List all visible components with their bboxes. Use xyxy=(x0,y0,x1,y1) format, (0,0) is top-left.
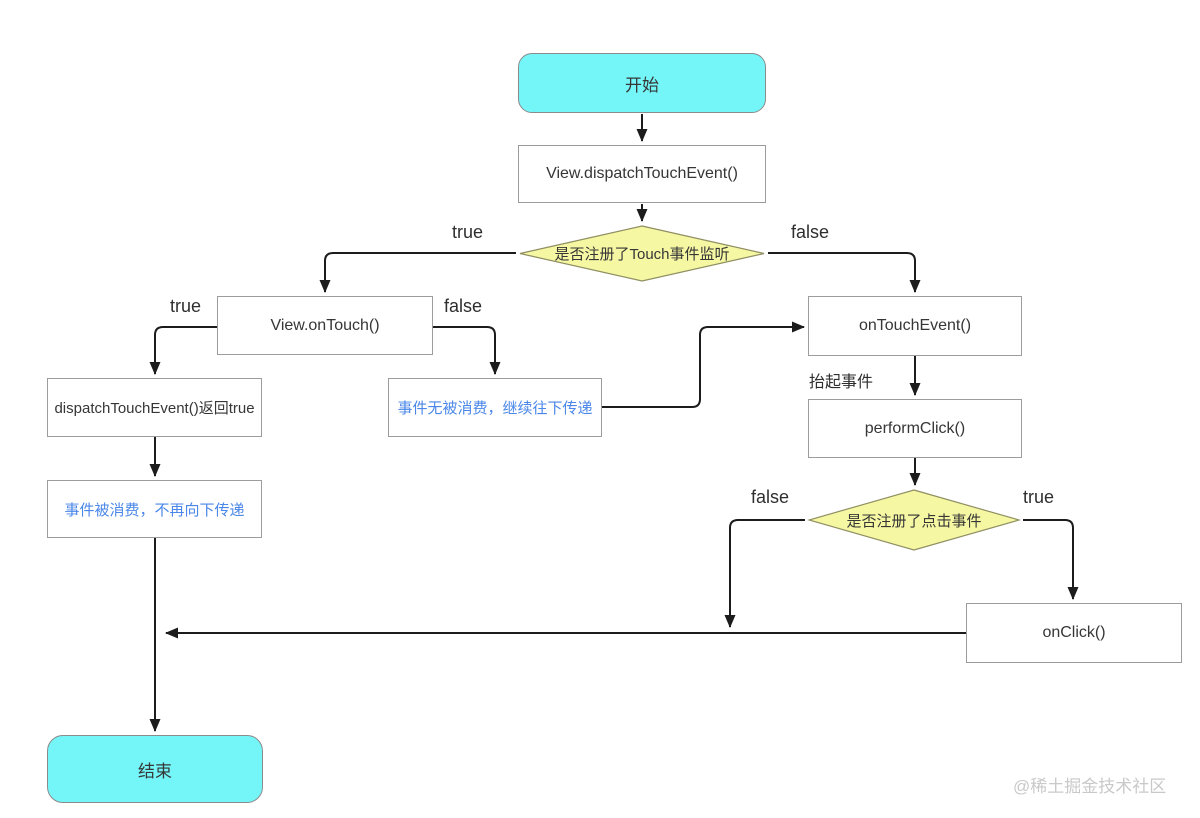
node-performclick: performClick() xyxy=(808,399,1022,458)
edge-label-decision1-true: true xyxy=(452,222,484,242)
node-dispatch-label: View.dispatchTouchEvent() xyxy=(546,165,738,182)
node-end-label: 结束 xyxy=(138,761,172,781)
node-decision-click-listener: 是否注册了点击事件 xyxy=(807,489,1021,551)
node-consumed-label: 事件被消费，不再向下传递 xyxy=(64,501,245,519)
edge-decision2-true-onclick xyxy=(1023,519,1079,600)
edge-label-decision2-true: true xyxy=(1023,487,1055,507)
node-returntrue-label: dispatchTouchEvent()返回true xyxy=(54,400,255,417)
node-performclick-label: performClick() xyxy=(864,419,966,437)
node-onclick-label: onClick() xyxy=(1042,624,1106,641)
edge-notconsumed-ontouchevent xyxy=(602,321,805,408)
edge-decision1-true-ontouch xyxy=(319,252,516,293)
edge-decision1-false-ontouchevent xyxy=(768,252,921,293)
node-notconsumed-label: 事件无被消费，继续往下传递 xyxy=(397,400,593,417)
node-view-ontouch: View.onTouch() xyxy=(217,296,433,355)
node-start-label: 开始 xyxy=(625,75,659,95)
node-ontouchevent-label: onTouchEvent() xyxy=(858,317,972,334)
node-ontouch-label: View.onTouch() xyxy=(270,316,380,334)
node-dispatch-touch-event: View.dispatchTouchEvent() xyxy=(518,145,766,203)
node-decision1-label: 是否注册了Touch事件监听 xyxy=(554,246,730,263)
edge-ontouch-true-returntrue xyxy=(149,326,217,375)
node-event-not-consumed: 事件无被消费，继续往下传递 xyxy=(388,378,602,437)
diamond-shape xyxy=(519,225,765,282)
watermark: @稀土掘金技术社区 xyxy=(1013,777,1167,796)
edge-label-decision1-false: false xyxy=(791,222,830,242)
node-event-consumed: 事件被消费，不再向下传递 xyxy=(47,480,262,538)
edge-label-ontouch-true: true xyxy=(170,296,202,316)
edge-ontouch-false-notconsumed xyxy=(433,326,501,375)
edge-label-lift-event: 抬起事件 xyxy=(809,374,874,391)
edge-decision2-false-merge xyxy=(724,519,805,628)
edge-label-decision2-false: false xyxy=(751,487,790,507)
node-onclick: onClick() xyxy=(966,603,1182,663)
node-dispatch-return-true: dispatchTouchEvent()返回true xyxy=(47,378,262,437)
node-decision2-label: 是否注册了点击事件 xyxy=(846,512,982,530)
node-end: 结束 xyxy=(47,735,263,803)
node-ontouchevent: onTouchEvent() xyxy=(808,296,1022,356)
edge-label-ontouch-false: false xyxy=(444,296,483,316)
node-decision-touch-listener: 是否注册了Touch事件监听 xyxy=(518,225,766,282)
diamond-shape xyxy=(807,489,1021,551)
node-start: 开始 xyxy=(518,53,766,113)
